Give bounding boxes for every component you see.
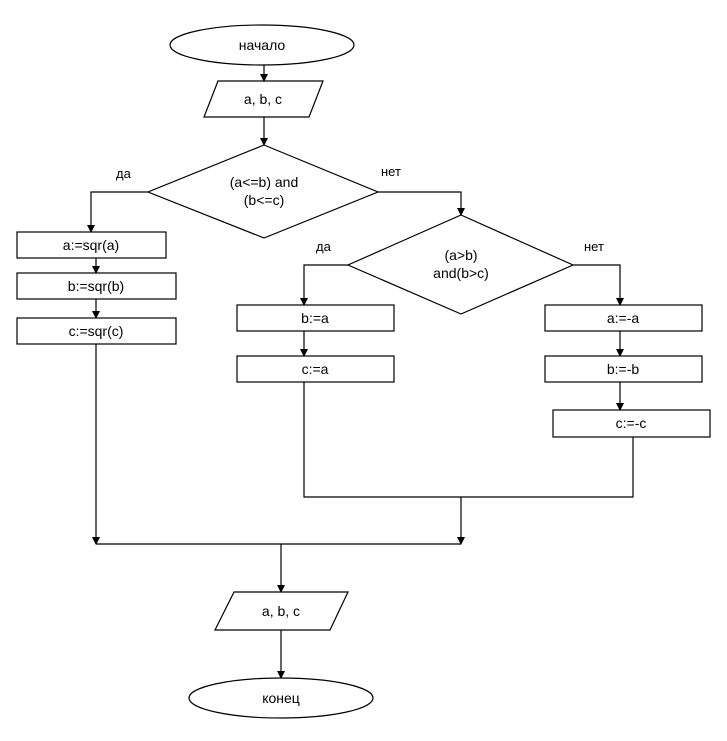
decision-2-yes-label: да — [316, 239, 332, 254]
start-terminal — [169, 24, 355, 66]
arrow-cond2-yes — [300, 264, 348, 306]
decision-2-no-label: нет — [584, 239, 604, 254]
decision-1 — [146, 144, 380, 239]
process-neg-b — [544, 355, 703, 383]
merge-line-cond2 — [303, 382, 634, 498]
input-parallelogram — [203, 80, 324, 118]
process-a-sqr-label: a:=sqr(a) — [63, 237, 119, 253]
process-neg-a — [544, 304, 703, 332]
output-label: a, b, c — [262, 603, 300, 619]
process-a-sqr — [16, 231, 167, 259]
process-b-assign — [236, 304, 395, 332]
decision-1-yes-label: да — [116, 166, 132, 181]
end-terminal — [188, 677, 374, 719]
decision-2-line1: (a>b) — [444, 247, 477, 263]
process-c-assign — [236, 355, 395, 383]
process-b-sqr-label: b:=sqr(b) — [68, 278, 124, 294]
process-c-assign-label: c:=a — [302, 361, 329, 377]
process-b-sqr — [16, 272, 177, 300]
process-neg-c-label: c:=-c — [616, 415, 647, 431]
decision-1-line2: (b<=c) — [244, 192, 284, 208]
decision-2 — [346, 214, 575, 315]
output-parallelogram — [214, 591, 349, 631]
start-label: начало — [239, 37, 286, 53]
process-neg-c — [552, 409, 711, 438]
decision-2-line2: and(b>c) — [433, 265, 489, 281]
arrow-cond1-no — [378, 191, 465, 216]
process-b-assign-label: b:=a — [301, 310, 329, 326]
process-c-sqr-label: c:=sqr(c) — [69, 323, 124, 339]
end-label: конец — [262, 690, 300, 706]
decision-1-no-label: нет — [381, 164, 401, 179]
arrow-cond2-no — [573, 264, 624, 306]
arrow-cond1-yes — [87, 191, 148, 233]
process-neg-b-label: b:=-b — [607, 361, 640, 377]
process-neg-a-label: a:=-a — [607, 310, 640, 326]
decision-1-line1: (a<=b) and — [230, 174, 299, 190]
input-label: a, b, c — [244, 91, 282, 107]
